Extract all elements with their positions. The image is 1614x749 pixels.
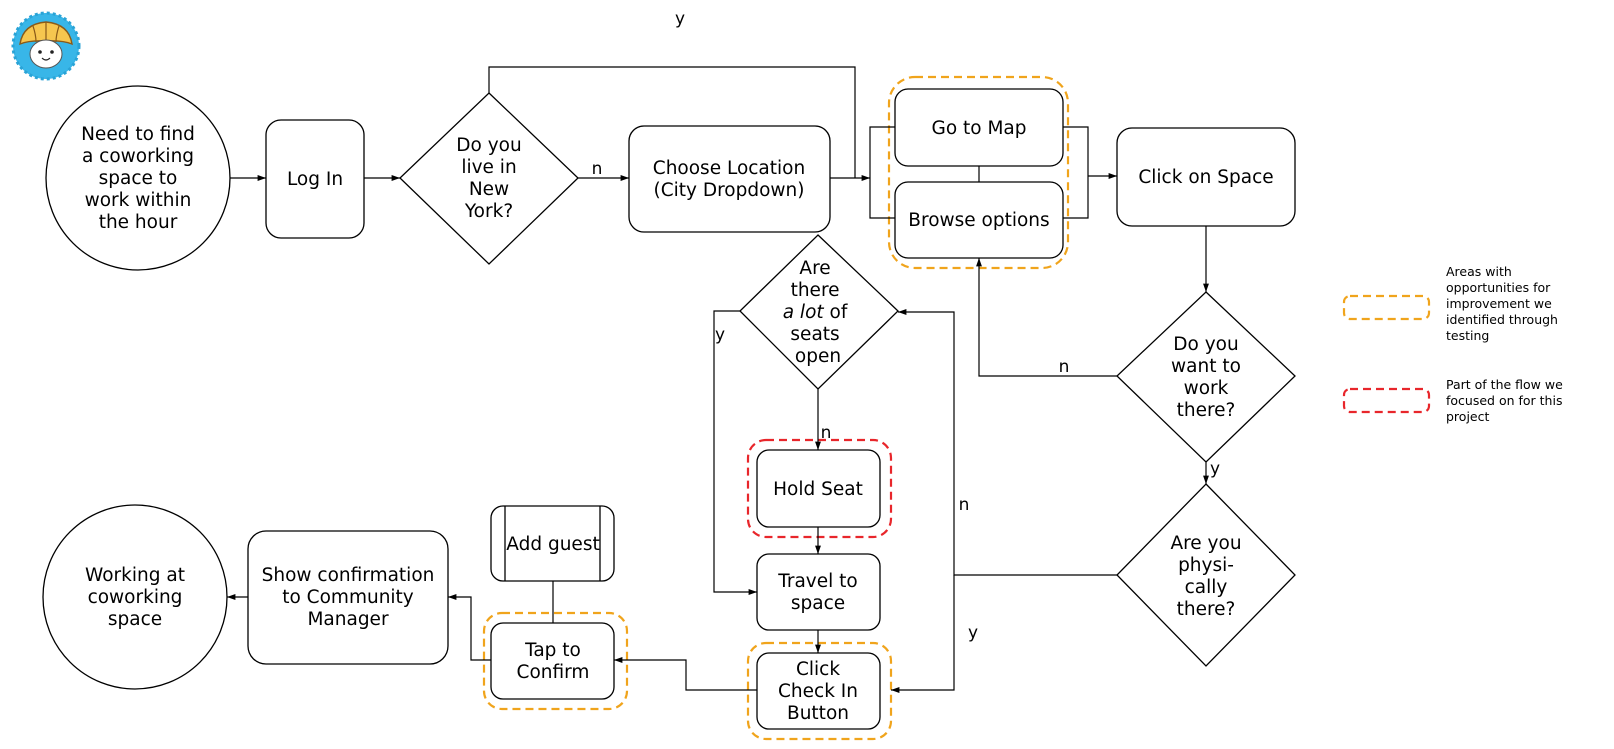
- login-node-label: Log In: [287, 169, 343, 190]
- edge-label-ny-yes: y: [675, 9, 685, 29]
- click-space-node-label: Click on Space: [1138, 167, 1273, 188]
- browse-options-node: [894, 181, 1064, 259]
- want-work-decision: [1116, 291, 1296, 463]
- edge-label-seats-yes: y: [715, 325, 725, 345]
- edges: [227, 66, 1209, 693]
- edge-seats-yes: [713, 310, 757, 595]
- go-to-map-node: [894, 88, 1064, 167]
- edge-label-want-no: n: [1059, 357, 1070, 377]
- choose-location-node: [628, 125, 831, 233]
- edge-label-physical-no: n: [959, 495, 970, 515]
- live-ny-decision: [399, 92, 579, 265]
- edge-checkin-confirm: [614, 657, 757, 691]
- go-to-map-node-label: Go to Map: [931, 118, 1026, 139]
- edge-label-want-yes: y: [1210, 459, 1220, 479]
- hold-seat-node-label: Hold Seat: [773, 479, 863, 500]
- legend-improvement-swatch: [1342, 294, 1431, 321]
- seats-open-decision-label: Are there a lot of seats open: [783, 258, 854, 367]
- hold-seat-node: [756, 449, 881, 528]
- edge-ny-yes: [488, 66, 856, 178]
- highlight-tap-confirm: [482, 611, 629, 711]
- highlight-check-in: [746, 641, 893, 741]
- edge-bracket-right: [1063, 126, 1089, 219]
- edge-labels: y n n y n y y n: [592, 9, 1220, 643]
- click-space-node: [1116, 127, 1296, 227]
- croissant-mascot-icon: [11, 11, 81, 81]
- edge-label-physical-yes: y: [968, 623, 978, 643]
- edge-label-seats-no: n: [821, 423, 832, 443]
- add-guest-node-label: Add guest: [506, 534, 599, 555]
- show-confirmation-node: [247, 530, 449, 665]
- seats-open-decision: [739, 234, 899, 390]
- edge-physical-yes: [891, 575, 955, 693]
- browse-options-node-label: Browse options: [908, 210, 1049, 231]
- working-node: [42, 504, 228, 690]
- shapes: [42, 85, 1296, 730]
- login-node: [265, 119, 365, 239]
- choose-location-node-label: Choose Location(City Dropdown): [653, 158, 805, 201]
- physically-there-decision: [1116, 483, 1296, 667]
- edge-want-no: [976, 258, 1117, 377]
- start-node: [45, 85, 231, 271]
- legend-focus-swatch: [1342, 387, 1431, 414]
- edge-label-ny-no: n: [592, 159, 603, 179]
- edge-physical-no: [898, 309, 1117, 576]
- highlight-hold-seat: [746, 438, 893, 539]
- travel-node: [756, 553, 881, 631]
- check-in-node: [756, 652, 881, 730]
- add-guest-node: [490, 505, 615, 582]
- edge-bracket-left: [869, 126, 895, 219]
- tap-confirm-node: [490, 622, 615, 700]
- edge-confirm-show: [448, 594, 491, 661]
